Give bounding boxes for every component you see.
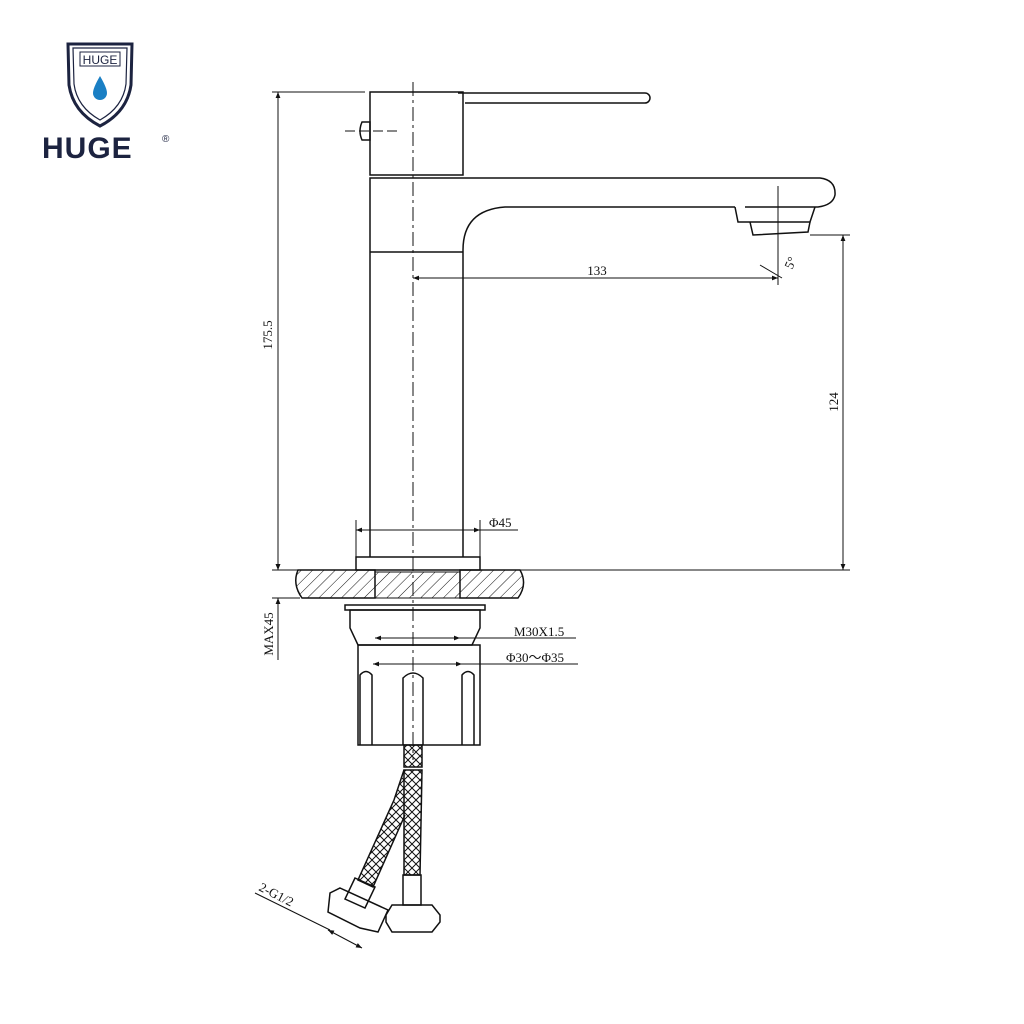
- water-drop-icon: [93, 76, 107, 100]
- faucet-body: [369, 177, 836, 557]
- max-thickness-label: MAX45: [261, 612, 276, 655]
- shield-icon: HUGE: [66, 42, 134, 128]
- registered-mark: ®: [162, 134, 170, 145]
- base-diameter-label: Φ45: [489, 515, 512, 530]
- shield-text: HUGE: [83, 53, 118, 67]
- brand-name: HUGE: [42, 132, 133, 165]
- countertop-section: [295, 569, 525, 599]
- total-height-label: 175.5: [260, 320, 275, 349]
- spout-reach-label: 133: [587, 263, 607, 278]
- hose-connection-label: 2-G1/2: [257, 879, 297, 909]
- spout-angle-label: 5°: [781, 254, 800, 271]
- brand-logo: HUGE HUGE ®: [40, 40, 180, 170]
- thread-label: M30X1.5: [514, 624, 564, 639]
- supply-hoses: [327, 744, 441, 933]
- spout-height-label: 124: [826, 392, 841, 412]
- hose-connection-leader: [254, 892, 331, 931]
- hole-diameter-label: Φ30～Φ35: [506, 650, 564, 665]
- fixing-nut: [344, 604, 486, 746]
- faucet-handle: [359, 91, 651, 176]
- base-flange: [355, 556, 481, 571]
